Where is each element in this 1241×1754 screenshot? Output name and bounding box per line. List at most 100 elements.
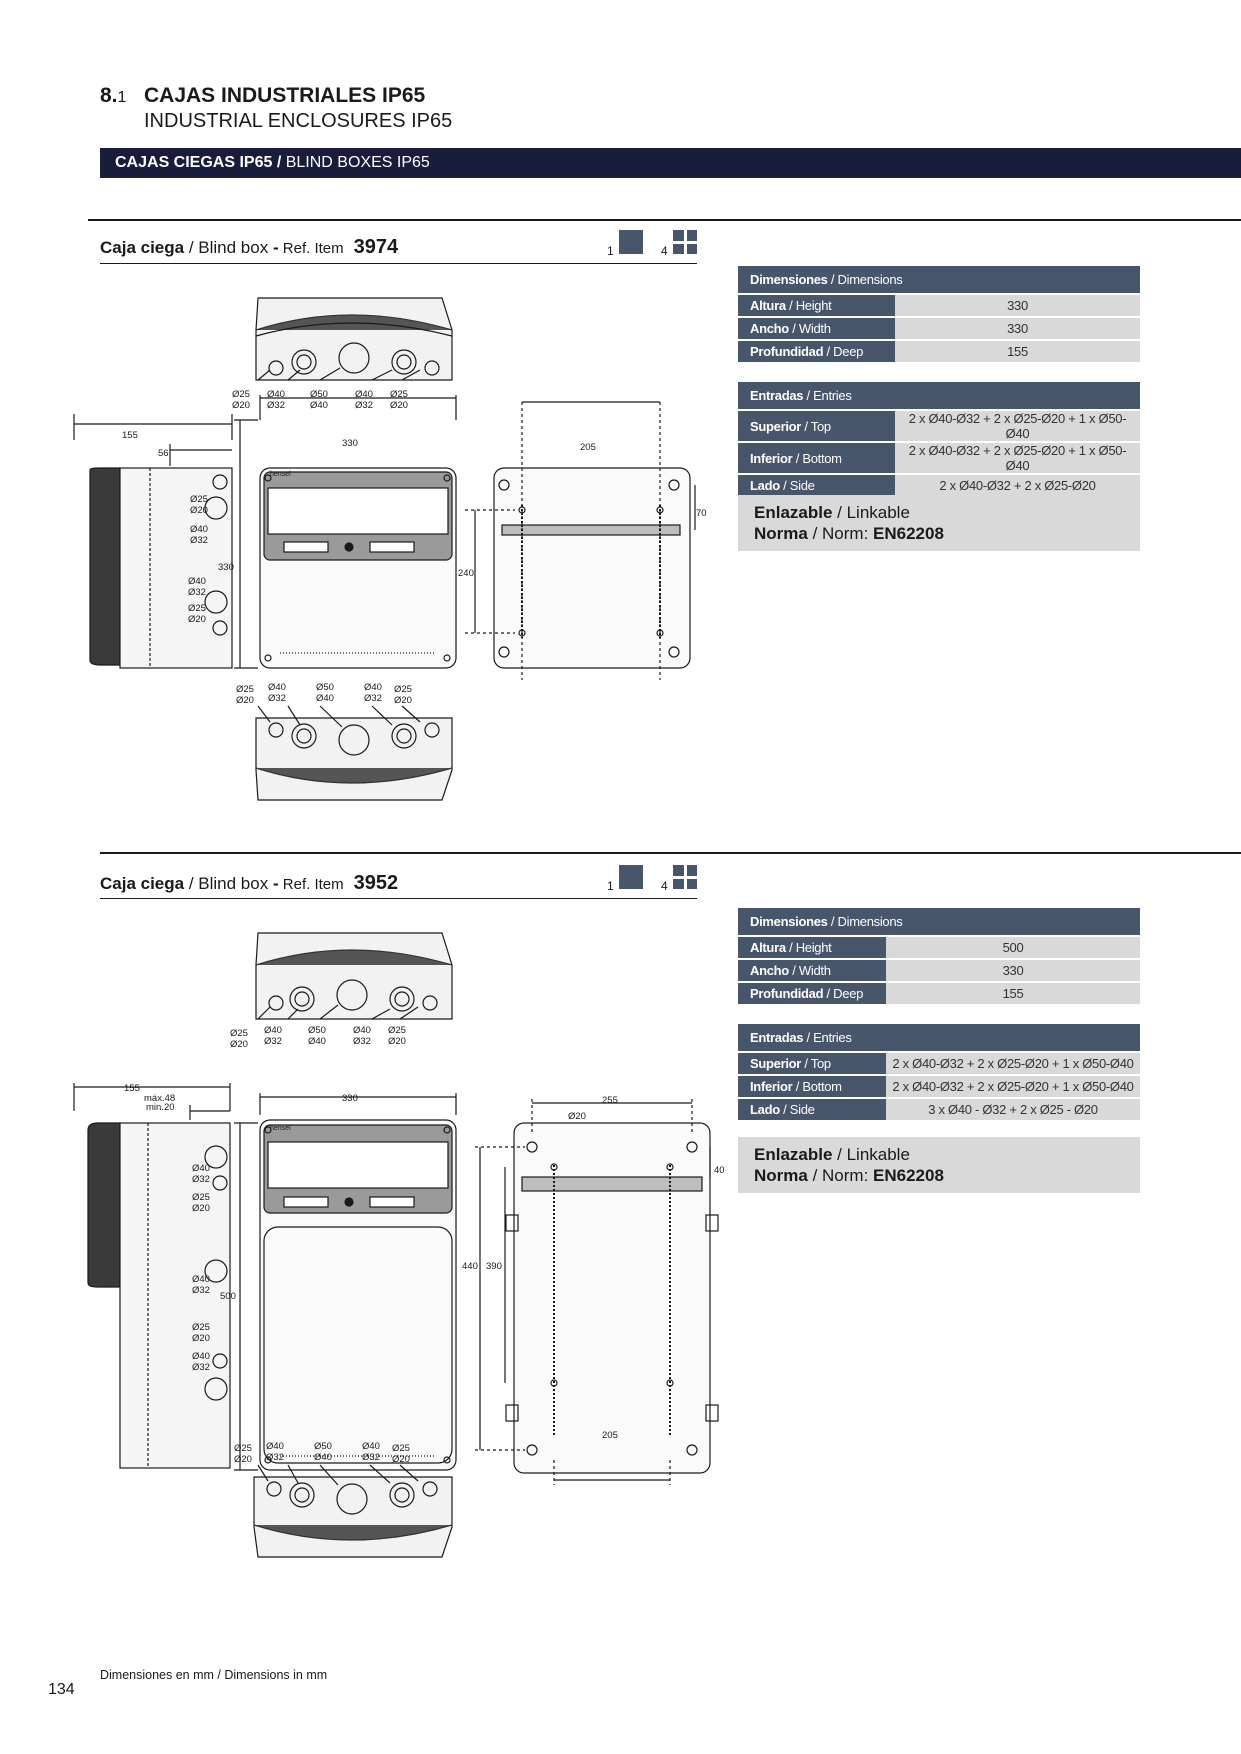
brand-logo: hensel — [270, 1125, 291, 1132]
product-divider — [100, 852, 1241, 854]
label-bottom-7: Ø40 — [362, 1441, 380, 1452]
label-top-9: Ø25 — [388, 1025, 406, 1036]
label-bottom-8: Ø32 — [364, 693, 382, 704]
section-number: 8.1 — [100, 84, 127, 107]
product-divider — [88, 219, 1241, 221]
label-top-6: Ø40 — [308, 1036, 326, 1047]
label-bottom-2: Ø20 — [236, 695, 254, 706]
linkable-norm-note: Enlazable / Linkable Norma / Norm: EN622… — [738, 1137, 1140, 1193]
label-top-1: Ø25 — [230, 1028, 248, 1039]
four-box-icon — [673, 230, 697, 254]
ref-number: 3952 — [353, 872, 399, 894]
dim-width: 330 — [342, 438, 358, 449]
section-subtitle: INDUSTRIAL ENCLOSURES IP65 — [144, 110, 453, 132]
dim-width: 330 — [342, 1093, 358, 1104]
label-bottom-3: Ø40 — [266, 1441, 284, 1452]
side-view — [73, 414, 233, 669]
label-bottom-5: Ø50 — [316, 682, 334, 693]
pack-qty-1: 1 — [607, 879, 614, 893]
label-side-8: Ø20 — [188, 614, 206, 625]
label-bottom-4: Ø32 — [268, 693, 286, 704]
dim-depth: 155 — [122, 430, 138, 441]
dim-back-height1: 440 — [462, 1261, 478, 1272]
label-top-2: Ø20 — [230, 1039, 248, 1050]
side-view — [73, 1083, 231, 1469]
units-note: Dimensiones en mm / Dimensions in mm — [100, 1668, 328, 1682]
brand-logo: hensel — [270, 471, 291, 478]
dim-side-max: máx.48 — [144, 1093, 175, 1104]
dim-side: 56 — [158, 448, 169, 459]
label-side-10: Ø32 — [192, 1362, 210, 1373]
label-side-5: Ø40 — [192, 1274, 210, 1285]
label-side-2: Ø32 — [192, 1174, 210, 1185]
label-side-3: Ø25 — [192, 1192, 210, 1203]
linkable-norm-note: Enlazable / Linkable Norma / Norm: EN622… — [738, 495, 1140, 551]
label-bottom-9: Ø25 — [392, 1443, 410, 1454]
label-top-8: Ø32 — [355, 400, 373, 411]
technical-drawing-3974: Ø25 Ø20 Ø40 Ø32 Ø50 Ø40 Ø40 Ø32 Ø25 Ø20 … — [73, 297, 707, 801]
single-box-icon — [619, 230, 643, 254]
label-top-9: Ø25 — [390, 389, 408, 400]
label-top-4: Ø32 — [267, 400, 285, 411]
top-view — [255, 932, 453, 1020]
label-top-3: Ø40 — [267, 389, 285, 400]
label-side-7: Ø25 — [188, 603, 206, 614]
category-banner: CAJAS CIEGAS IP65 / BLIND BOXES IP65 — [100, 148, 1241, 178]
dimensions-header: Dimensiones / Dimensions — [738, 908, 1140, 935]
label-side-1: Ø40 — [192, 1163, 210, 1174]
label-bottom-8: Ø32 — [362, 1452, 380, 1463]
ref-number: 3974 — [353, 236, 399, 258]
label-side-6: Ø32 — [192, 1285, 210, 1296]
label-top-7: Ø40 — [355, 389, 373, 400]
label-bottom-2: Ø20 — [234, 1454, 252, 1465]
dim-height: 500 — [220, 1291, 236, 1302]
label-side-7: Ø25 — [192, 1322, 210, 1333]
label-top-1: Ø25 — [232, 389, 250, 400]
back-view — [465, 401, 696, 680]
dimensions-table: Dimensiones / Dimensions Altura / Height… — [738, 264, 1140, 364]
label-bottom-5: Ø50 — [314, 1441, 332, 1452]
label-bottom-10: Ø20 — [394, 695, 412, 706]
label-bottom-6: Ø40 — [314, 1452, 332, 1463]
label-bottom-3: Ø40 — [268, 682, 286, 693]
four-box-icon — [673, 865, 697, 889]
page-number: 134 — [48, 1681, 75, 1698]
back-view — [475, 1099, 719, 1485]
label-side-4: Ø20 — [192, 1203, 210, 1214]
label-side-5: Ø40 — [188, 576, 206, 587]
label-side-8: Ø20 — [192, 1333, 210, 1344]
entries-header: Entradas / Entries — [738, 1024, 1140, 1051]
label-top-4: Ø32 — [264, 1036, 282, 1047]
bottom-view — [255, 705, 453, 801]
label-side-6: Ø32 — [188, 587, 206, 598]
label-bottom-6: Ø40 — [316, 693, 334, 704]
label-top-2: Ø20 — [232, 400, 250, 411]
technical-drawing-3952: Ø25 Ø20 Ø40 Ø32 Ø50 Ø40 Ø40 Ø32 Ø25 Ø20 … — [73, 932, 725, 1558]
dim-hole: Ø20 — [568, 1111, 586, 1122]
label-bottom-10: Ø20 — [392, 1454, 410, 1465]
bottom-view — [253, 1464, 453, 1558]
label-top-10: Ø20 — [390, 400, 408, 411]
top-view — [255, 297, 453, 381]
front-view — [234, 1093, 457, 1471]
dim-back-width: 255 — [602, 1095, 618, 1106]
single-box-icon — [619, 865, 643, 889]
pack-qty-4: 4 — [661, 244, 668, 258]
dim-height: 330 — [218, 562, 234, 573]
heading-underline — [100, 898, 697, 899]
